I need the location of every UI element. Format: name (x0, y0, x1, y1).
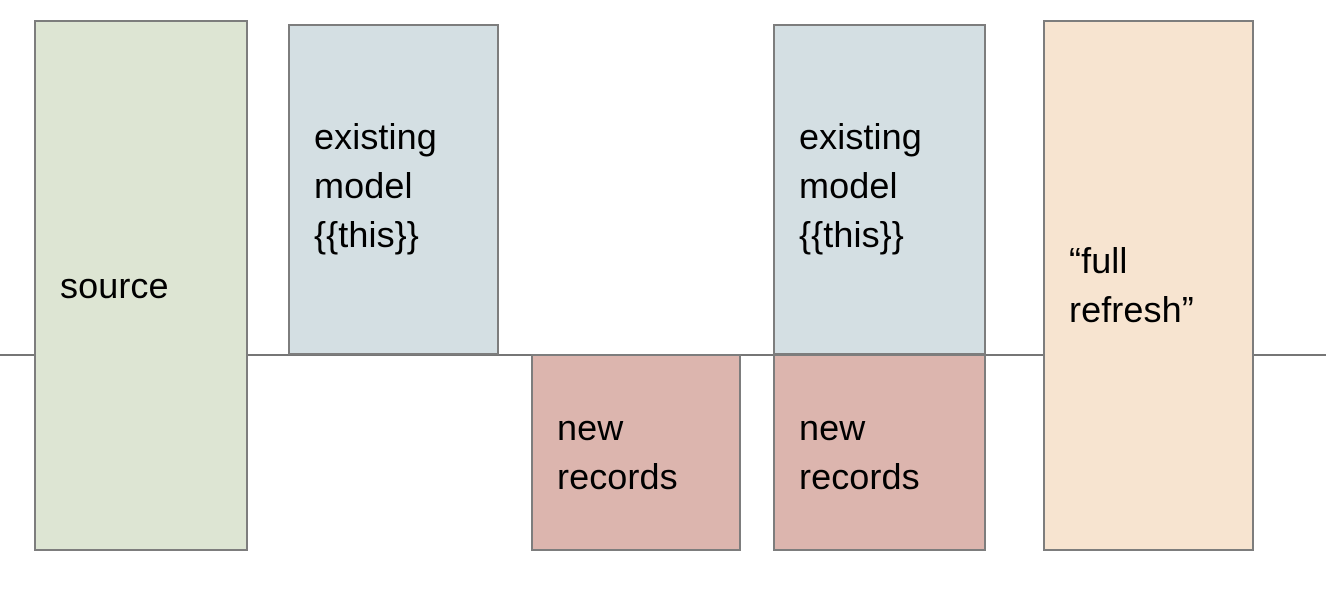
node-new-records-1[interactable]: new records (531, 354, 741, 551)
node-existing-model-2[interactable]: existing model {{this}} (773, 24, 986, 355)
node-source[interactable]: source (34, 20, 248, 551)
node-existing-model-1-label: existing model {{this}} (314, 116, 437, 255)
node-full-refresh[interactable]: “full refresh” (1043, 20, 1254, 551)
node-source-label: source (60, 265, 169, 306)
node-full-refresh-label: “full refresh” (1069, 240, 1194, 330)
node-new-records-1-label: new records (557, 407, 678, 497)
node-existing-model-1[interactable]: existing model {{this}} (288, 24, 499, 355)
node-new-records-2-label: new records (799, 407, 920, 497)
node-existing-model-2-label: existing model {{this}} (799, 116, 922, 255)
node-new-records-2[interactable]: new records (773, 354, 986, 551)
